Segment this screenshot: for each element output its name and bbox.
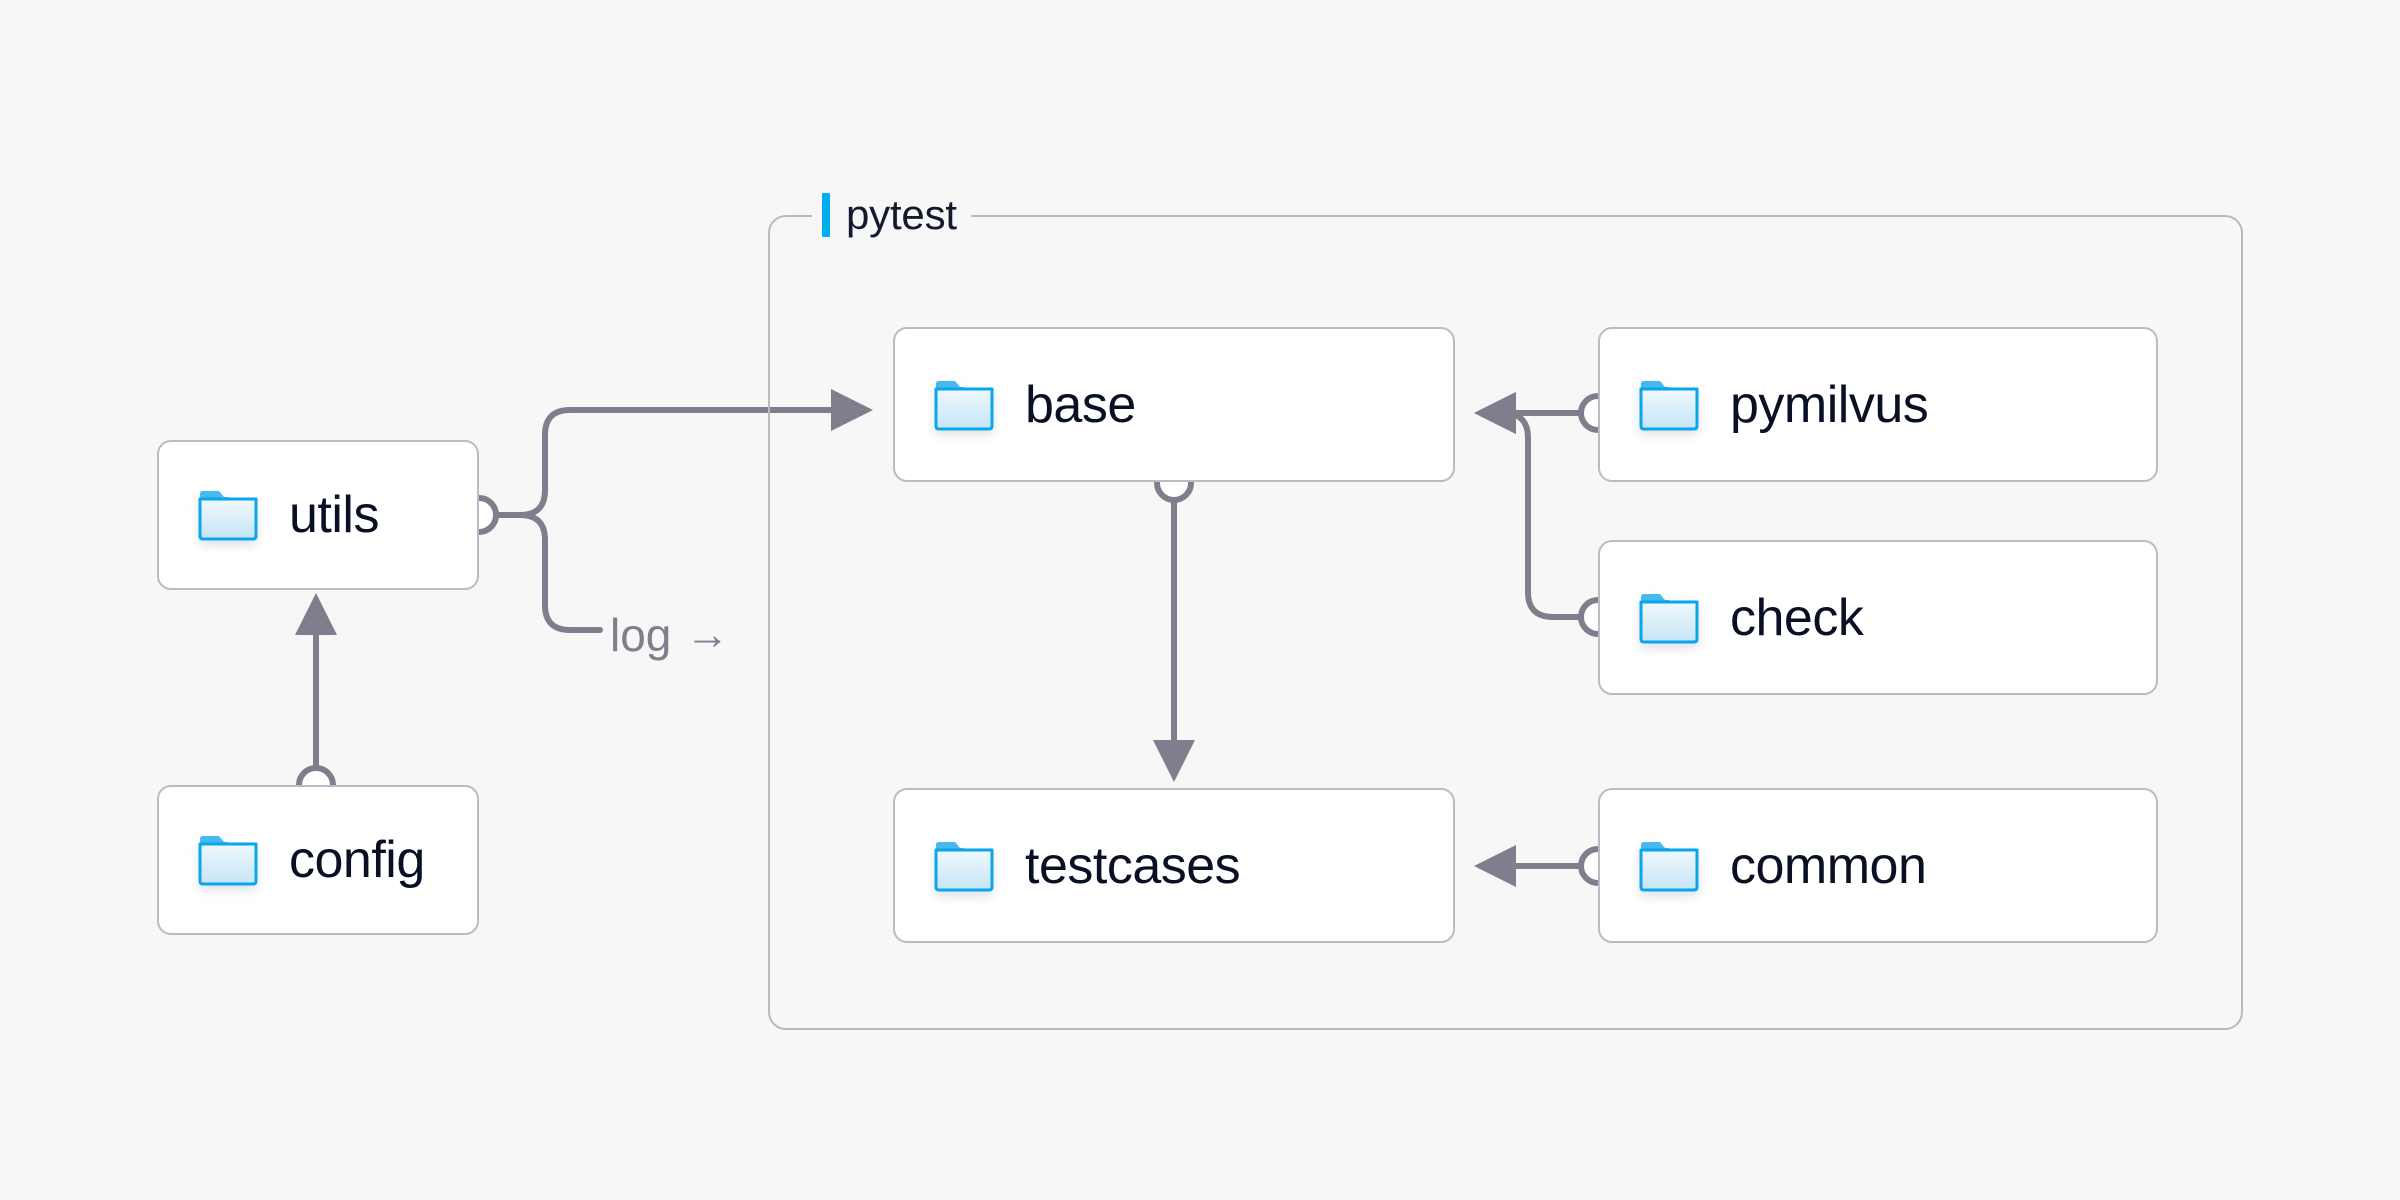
node-label: testcases <box>1025 836 1241 895</box>
folder-icon <box>1638 592 1700 644</box>
node-label: common <box>1730 836 1927 895</box>
group-accent-bar <box>822 193 830 237</box>
node-label: pymilvus <box>1730 375 1929 434</box>
edge-label-log: log → <box>610 608 729 662</box>
node-base[interactable]: base <box>893 327 1455 482</box>
node-label: base <box>1025 375 1136 434</box>
node-utils[interactable]: utils <box>157 440 479 590</box>
pytest-group-container <box>768 215 2243 1030</box>
edge-label-text: log <box>610 609 672 661</box>
node-label: utils <box>289 486 379 544</box>
node-pymilvus[interactable]: pymilvus <box>1598 327 2158 482</box>
edge-utils-log-out <box>492 512 603 633</box>
node-label: config <box>289 831 425 889</box>
pytest-group-label: pytest <box>812 188 971 242</box>
folder-icon <box>197 834 259 886</box>
node-config[interactable]: config <box>157 785 479 935</box>
folder-icon <box>933 379 995 431</box>
folder-icon <box>1638 840 1700 892</box>
folder-icon <box>1638 379 1700 431</box>
folder-icon <box>197 489 259 541</box>
node-label: check <box>1730 588 1864 647</box>
group-title-text: pytest <box>846 191 957 238</box>
folder-icon <box>933 840 995 892</box>
node-common[interactable]: common <box>1598 788 2158 943</box>
arrow-right-icon: → <box>685 610 730 659</box>
node-testcases[interactable]: testcases <box>893 788 1455 943</box>
node-check[interactable]: check <box>1598 540 2158 695</box>
